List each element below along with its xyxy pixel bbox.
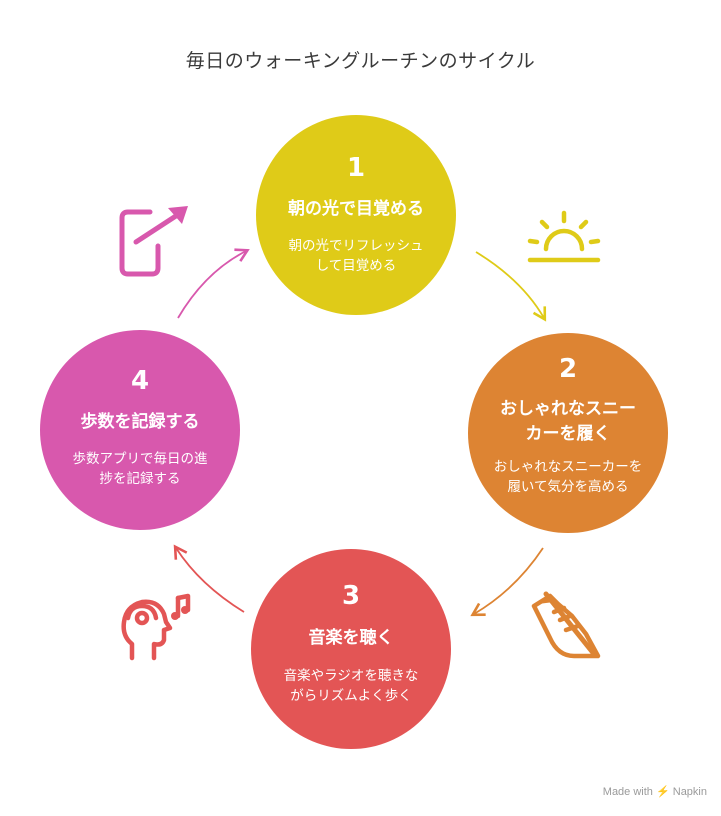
step-2-desc-line-1: おしゃれなスニーカーを [493,459,643,475]
step-4-title: 歩数を記録する [80,412,200,432]
step-3-desc-line-2: がらリズムよく歩く [290,688,412,704]
step-4-desc-line-2: 捗を記録する [99,471,181,487]
napkin-logo-icon: ⚡ [655,786,670,798]
step-4-circle: 4 歩数を記録する 歩数アプリで毎日の進 捗を記録する [40,330,240,530]
step-1-circle: 1 朝の光で目覚める 朝の光でリフレッシュ して目覚める [256,115,456,315]
step-1-title: 朝の光で目覚める [288,199,424,219]
sneaker-icon [531,591,601,659]
arrow-3-to-4 [173,544,245,613]
napkin-name: Napkin [672,786,707,798]
step-3-title: 音楽を聴く [308,628,394,648]
arrow-1-to-2 [475,251,547,322]
step-2-number: 2 [558,354,578,384]
diagram-title: 毎日のウォーキングルーチンのサイクル [185,50,536,72]
step-2-title-line-1: おしゃれなスニー [500,399,636,419]
step-2-desc-line-2: 履いて気分を高める [507,479,629,495]
step-1-number: 1 [346,153,366,183]
step-1-desc-line-2: して目覚める [315,258,397,274]
step-1-desc-line-1: 朝の光でリフレッシュ [288,238,424,254]
phone-progress-icon [119,206,188,277]
step-4-number: 4 [130,366,150,396]
arrow-4-to-1 [177,248,250,319]
step-3-desc-line-1: 音楽やラジオを聴きな [283,668,419,684]
step-4-desc-line-1: 歩数アプリで毎日の進 [72,451,208,467]
listening-music-icon [121,593,191,661]
step-3-circle: 3 音楽を聴く 音楽やラジオを聴きな がらリズムよく歩く [251,549,451,749]
step-2-title-line-2: カーを履く [525,424,611,444]
step-2-circle: 2 おしゃれなスニー カーを履く おしゃれなスニーカーを 履いて気分を高める [468,333,668,533]
made-with-label: Made with [602,786,653,798]
napkin-brand: Made with ⚡ Napkin [603,785,707,798]
step-3-number: 3 [341,581,361,611]
sunrise-icon [527,210,601,263]
arrow-2-to-3 [470,547,544,617]
